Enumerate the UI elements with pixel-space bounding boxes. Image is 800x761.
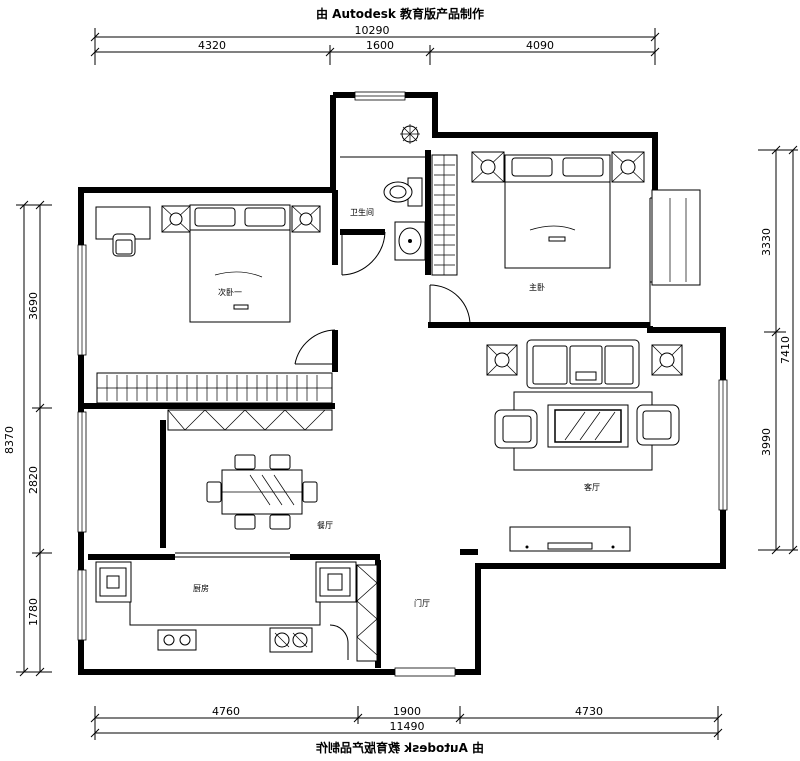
master-bedroom: 主卧 xyxy=(471,151,645,292)
nightstand-lamp-icon xyxy=(471,151,505,183)
fridge-icon xyxy=(99,567,127,597)
sofa-icon xyxy=(526,339,640,389)
nightstand-lamp-icon xyxy=(611,151,645,183)
bottom-dimension: 4760 1900 4730 11490 xyxy=(90,705,723,740)
bottom-dim-3: 4730 xyxy=(575,705,603,718)
desk-icon xyxy=(95,206,151,257)
side-table-lamp-icon xyxy=(651,344,683,376)
dining-room: 餐厅 xyxy=(167,409,333,530)
bottom-dim-2: 1900 xyxy=(393,705,421,718)
sink-icon xyxy=(157,629,197,651)
side-table-lamp-icon xyxy=(486,344,518,376)
left-dim-3: 1780 xyxy=(27,598,40,626)
nightstand-lamp-icon xyxy=(161,205,191,233)
left-dim-1: 3690 xyxy=(27,292,40,320)
room-label-kitchen: 厨房 xyxy=(193,583,209,593)
bathroom: 卫生间 xyxy=(350,124,426,261)
room-label-living-room: 客厅 xyxy=(584,482,600,492)
tv-cabinet-icon xyxy=(509,526,631,552)
left-dimension: 8370 3690 2820 1780 xyxy=(3,200,52,677)
top-dim-2: 1600 xyxy=(366,39,394,52)
shoe-cabinet xyxy=(356,564,378,662)
coffee-table-icon xyxy=(547,404,629,448)
armchair-icon xyxy=(494,409,538,449)
room-label-master-bedroom: 主卧 xyxy=(529,282,545,292)
stove-icon xyxy=(269,627,313,653)
second-bedroom: 次卧一 xyxy=(84,204,335,409)
nightstand-lamp-icon xyxy=(291,205,321,233)
bottom-total-dim: 11490 xyxy=(390,720,425,733)
windows xyxy=(77,91,728,677)
left-dim-2: 2820 xyxy=(27,466,40,494)
top-total-dim: 10290 xyxy=(355,24,390,37)
shower-icon xyxy=(400,124,420,144)
right-dim-1: 3330 xyxy=(760,228,773,256)
room-label-second-bedroom: 次卧一 xyxy=(218,287,242,297)
header-title: 由 Autodesk 教育版产品制作 xyxy=(316,6,484,21)
bottom-dim-1: 4760 xyxy=(212,705,240,718)
living-room: 客厅 xyxy=(486,339,683,552)
armchair-icon xyxy=(636,404,680,446)
bed-second-icon xyxy=(189,204,291,323)
interior-walls xyxy=(88,150,650,668)
room-label-dining-room: 餐厅 xyxy=(317,521,333,530)
room-label-bathroom: 卫生间 xyxy=(350,207,374,217)
toilet-icon xyxy=(383,177,423,207)
sink-icon xyxy=(394,221,426,261)
footer-title-mirrored: 由 Autodesk 教育版产品制作 xyxy=(316,740,484,755)
top-dim-3: 4090 xyxy=(526,39,554,52)
right-dim-2: 3990 xyxy=(760,428,773,456)
top-dim-1: 4320 xyxy=(198,39,226,52)
left-total-dim: 8370 xyxy=(3,426,16,454)
right-dimension: 3330 3990 7410 xyxy=(758,145,798,555)
room-label-entrance: 门厅 xyxy=(414,598,430,608)
washer-icon xyxy=(319,567,351,597)
right-total-dim: 7410 xyxy=(779,336,792,364)
doors xyxy=(294,231,471,365)
wardrobe-second xyxy=(96,372,333,404)
dining-table-icon xyxy=(206,454,318,530)
top-dimension: 10290 4320 1600 4090 xyxy=(90,24,660,65)
kitchen: 厨房 xyxy=(95,561,357,660)
dining-sideboard xyxy=(167,409,333,431)
wardrobe-master xyxy=(431,154,458,276)
bed-master-icon xyxy=(504,154,611,269)
bay-window xyxy=(651,189,701,286)
